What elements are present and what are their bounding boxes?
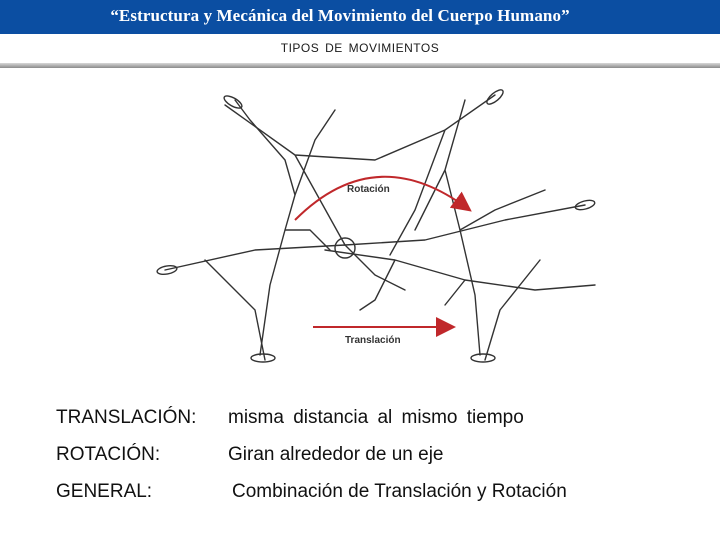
definition-text: Giran alrededor de un eje	[228, 444, 444, 465]
gymnast-figure-1	[234, 99, 336, 356]
definition-term: GENERAL:	[56, 481, 153, 502]
gymnast-legs-outer	[204, 259, 541, 361]
gymnast-figure-3	[164, 204, 586, 291]
definition-term: ROTACIÓN:	[56, 444, 161, 465]
gymnast-figure-2	[224, 94, 496, 256]
definition-text: Combinación de Translación y Rotación	[232, 481, 567, 502]
gymnast-figure-4	[414, 99, 546, 356]
cartwheel-drawing: Rotación Translación	[156, 89, 596, 363]
header-divider	[0, 63, 720, 68]
title-bar: “Estructura y Mecánica del Movimiento de…	[0, 0, 720, 34]
definition-text: misma distancia al mismo tiempo	[228, 407, 524, 428]
cartwheel-illustration: Rotación Translación	[145, 80, 615, 380]
gymnast-foot-top-left	[223, 95, 243, 109]
gymnast-foot-right	[470, 353, 496, 363]
rotation-arrow	[294, 175, 472, 221]
slide-subtitle: TIPOS DE MOVIMIENTOS	[280, 41, 440, 55]
gymnast-head-1	[334, 237, 356, 259]
rotation-label: Rotación	[347, 184, 390, 195]
gymnast-foot-far-left	[156, 264, 178, 276]
gymnast-figure-5	[324, 249, 596, 311]
gymnast-foot-top-right	[486, 89, 504, 105]
definition-term: TRANSLACIÓN:	[56, 407, 197, 428]
slide-title: “Estructura y Mecánica del Movimiento de…	[110, 6, 570, 25]
gymnast-foot-left	[250, 353, 276, 363]
gymnast-foot-far-right	[574, 199, 596, 211]
translation-label: Translación	[345, 335, 401, 346]
